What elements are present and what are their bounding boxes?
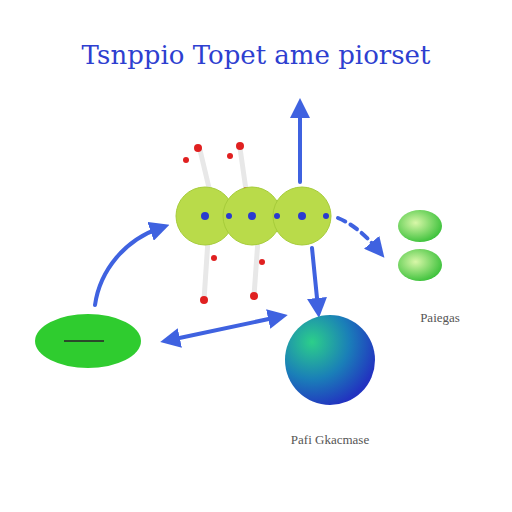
diagram-title: Tsnppio Topet ame piorset xyxy=(0,40,512,70)
figure-label: Paiegas xyxy=(420,310,460,326)
figure-label: Pafi Gkacmase xyxy=(291,432,369,448)
